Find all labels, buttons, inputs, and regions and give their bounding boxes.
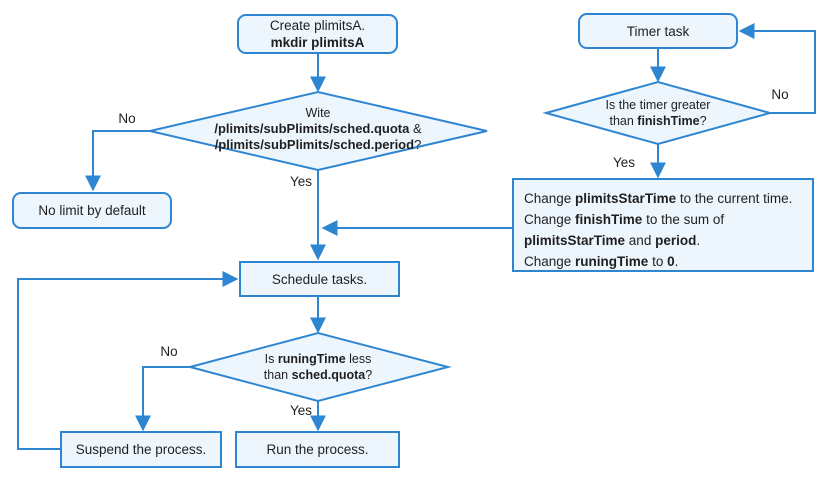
run-process-node: Run the process. (235, 431, 400, 468)
text-segment: to (648, 254, 668, 269)
text-segment: Change (524, 191, 576, 206)
edge-label-runing-no: No (160, 344, 178, 359)
change-line-2: Change finishTime to the sum of (524, 209, 802, 230)
text-segment: 0 (667, 254, 675, 269)
run-process-label: Run the process. (266, 442, 369, 457)
create-plimits-node: Create plimitsA. mkdir plimitsA (237, 14, 398, 54)
text-segment: . (674, 254, 679, 269)
change-line-1: Change plimitsStarTime to the current ti… (524, 188, 802, 209)
text-segment: plimitsStarTime (524, 233, 626, 248)
edge-timer-no-loop (738, 23, 816, 114)
text-segment: finishTime (575, 212, 643, 227)
text-segment: and (625, 233, 656, 248)
text-segment: to the current time. (676, 191, 793, 206)
write-quota-decision-shape (149, 90, 488, 172)
create-plimits-line2: mkdir plimitsA (270, 35, 365, 50)
change-line-4: Change runingTime to 0. (524, 251, 802, 272)
change-times-node: Change plimitsStarTime to the current ti… (512, 178, 814, 272)
edge-label-timer-no: No (771, 87, 789, 102)
edge-write-no-to-nolimit (85, 130, 150, 192)
text-segment: Change (524, 212, 576, 227)
edge-label-write-yes: Yes (289, 174, 312, 189)
text-segment: to the sum of (642, 212, 725, 227)
text-segment: plimitsStarTime (575, 191, 677, 206)
timer-task-node: Timer task (578, 13, 738, 49)
edge-label-write-no: No (118, 111, 136, 126)
text-segment: runingTime (575, 254, 649, 269)
edge-label-timer-yes: Yes (612, 155, 635, 170)
text-segment: period (655, 233, 697, 248)
text-segment: . (696, 233, 701, 248)
change-line-3: plimitsStarTime and period. (524, 230, 802, 251)
timer-task-label: Timer task (626, 23, 690, 39)
suspend-process-node: Suspend the process. (60, 431, 222, 468)
edge-runing-no-to-suspend (135, 366, 190, 432)
no-limit-node: No limit by default (12, 192, 172, 229)
text-segment: Change (524, 254, 576, 269)
suspend-process-label: Suspend the process. (75, 442, 207, 457)
create-plimits-line1: Create plimitsA. (269, 18, 366, 33)
timer-decision-shape (542, 80, 774, 146)
schedule-tasks-label: Schedule tasks. (271, 271, 368, 287)
no-limit-label: No limit by default (38, 203, 146, 218)
schedule-tasks-node: Schedule tasks. (239, 261, 400, 297)
runingtime-decision-shape (186, 331, 452, 403)
edge-suspend-loop-to-schedule (17, 271, 239, 450)
edge-label-runing-yes: Yes (289, 403, 312, 418)
